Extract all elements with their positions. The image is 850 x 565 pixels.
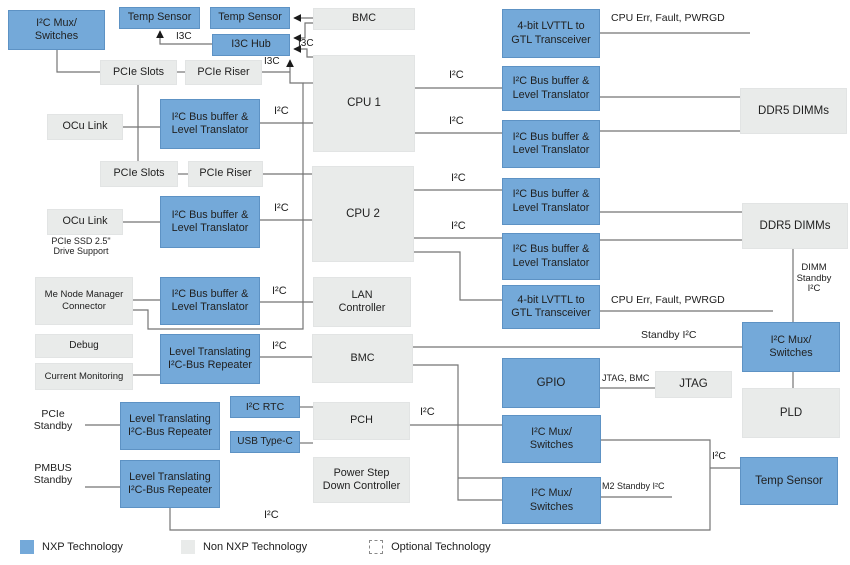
label-i2c-pch-mux: I²C — [420, 406, 435, 418]
i2c-bus-buffer-left-1: I²C Bus buffer & Level Translator — [160, 99, 260, 149]
power-step-down-controller: Power Step Down Controller — [313, 457, 410, 503]
i2c-mux-switches-1: I²C Mux/ Switches — [502, 415, 601, 463]
wire-bottom-i2c-bus — [169, 439, 711, 531]
ocu-link-1: OCu Link — [47, 114, 123, 140]
label-i2c-cpu2-ch2: I²C — [451, 220, 466, 232]
legend: NXP Technology Non NXP Technology Option… — [20, 540, 491, 554]
temp-sensor-3: Temp Sensor — [740, 457, 838, 505]
lvttl-gtl-transceiver-2: 4-bit LVTTL to GTL Transceiver — [502, 285, 600, 329]
wire-i3c-trunk — [133, 72, 304, 330]
label-i2c-buf3-lan: I²C — [272, 285, 287, 297]
label-i2c-bottom-bus: I²C — [264, 509, 279, 521]
pcie-slots-2: PCIe Slots — [100, 161, 178, 187]
cpu-2: CPU 2 — [312, 166, 414, 262]
label-i2c-cpu2-ch1: I²C — [451, 172, 466, 184]
label-cpu-err-fault-pwrgd-2: CPU Err, Fault, PWRGD — [611, 294, 725, 306]
i2c-bus-buffer-right-4: I²C Bus buffer & Level Translator — [502, 233, 600, 280]
usb-type-c: USB Type-C — [230, 431, 300, 453]
wire-cpu2-to-lvttl2 — [414, 251, 502, 301]
temp-sensor-2: Temp Sensor — [210, 7, 290, 29]
pcie-slots-1: PCIe Slots — [100, 60, 177, 85]
gpio: GPIO — [502, 358, 600, 408]
i2c-mux-switches-right: I²C Mux/ Switches — [742, 322, 840, 372]
i2c-bus-buffer-right-2: I²C Bus buffer & Level Translator — [502, 120, 600, 168]
optional-swatch-icon — [369, 540, 384, 554]
label-dimm-standby-i2c: DIMM Standby I²C — [796, 262, 832, 295]
i2c-bus-buffer-right-3: I²C Bus buffer & Level Translator — [502, 178, 600, 225]
legend-optional-label: Optional Technology — [391, 541, 491, 553]
lvttl-gtl-transceiver-1: 4-bit LVTTL to GTL Transceiver — [502, 9, 600, 58]
label-jtag-bmc: JTAG, BMC — [602, 373, 650, 383]
wire-muxtl-to-pcie-slots-1 — [56, 50, 100, 73]
current-monitoring: Current Monitoring — [35, 363, 133, 390]
legend-item-optional: Optional Technology — [369, 540, 491, 554]
level-translating-repeater-3: Level Translating I²C-Bus Repeater — [120, 460, 220, 508]
pld: PLD — [742, 388, 840, 438]
ddr5-dimms-1: DDR5 DIMMs — [740, 88, 847, 134]
label-m2-standby-i2c: M2 Standby I²C — [602, 481, 665, 491]
wire-cpu1-to-i3c-hub — [293, 45, 313, 58]
temp-sensor-1: Temp Sensor — [119, 7, 200, 29]
legend-non-nxp-label: Non NXP Technology — [202, 541, 308, 553]
legend-item-nxp: NXP Technology — [20, 540, 123, 554]
i2c-bus-buffer-right-1: I²C Bus buffer & Level Translator — [502, 66, 600, 111]
wire-bmc-to-mux2 — [413, 364, 502, 501]
label-pcie-ssd-drive-support: PCIe SSD 2.5" Drive Support — [51, 236, 111, 257]
ocu-link-2: OCu Link — [47, 209, 123, 235]
bmc-lower: BMC — [312, 334, 413, 383]
pch: PCH — [313, 402, 410, 440]
label-i2c-cpu1-ch1: I²C — [449, 69, 464, 81]
i2c-mux-switches-top-left: I²C Mux/ Switches — [8, 10, 105, 50]
legend-item-non-nxp: Non NXP Technology — [180, 540, 308, 554]
label-i3c-riser-trunk: I3C — [264, 56, 280, 67]
label-i2c-buf2-cpu2: I²C — [274, 202, 289, 214]
level-translating-repeater-2: Level Translating I²C-Bus Repeater — [120, 402, 220, 450]
jtag: JTAG — [655, 371, 732, 398]
pcie-riser-2: PCIe Riser — [188, 161, 263, 187]
level-translating-repeater-1: Level Translating I²C-Bus Repeater — [160, 334, 260, 384]
i2c-bus-buffer-left-3: I²C Bus buffer & Level Translator — [160, 277, 260, 325]
non-nxp-swatch-icon — [180, 540, 195, 554]
bmc-top: BMC — [313, 8, 415, 30]
label-standby-i2c: Standby I²C — [641, 329, 697, 341]
label-i3c-bmc-to-hub: I3C — [298, 38, 314, 49]
label-cpu-err-fault-pwrgd-1: CPU Err, Fault, PWRGD — [611, 12, 725, 24]
label-i3c-hub-to-temp: I3C — [176, 31, 192, 42]
pcie-riser-1: PCIe Riser — [185, 60, 262, 85]
lan-controller: LAN Controller — [313, 277, 411, 327]
cpu-1: CPU 1 — [313, 55, 415, 152]
debug: Debug — [35, 334, 133, 358]
wire-i3c-hub-to-temp-sensor-1 — [156, 30, 212, 45]
label-i2c-temp-sensor-3: I²C — [712, 450, 726, 462]
wire-bmc-to-i3c-hub — [293, 22, 313, 42]
i3c-hub: I3C Hub — [212, 34, 290, 56]
label-i2c-cpu1-ch2: I²C — [449, 115, 464, 127]
nxp-swatch-icon — [20, 540, 34, 554]
me-node-manager-connector: Me Node Manager Connector — [35, 277, 133, 325]
label-i2c-buf1-cpu1: I²C — [274, 105, 289, 117]
legend-nxp-label: NXP Technology — [42, 541, 123, 553]
label-pmbus-standby: PMBUS Standby — [33, 462, 73, 486]
i2c-mux-switches-2: I²C Mux/ Switches — [502, 477, 601, 524]
i2c-rtc: I²C RTC — [230, 396, 300, 418]
label-pcie-standby: PCIe Standby — [33, 408, 73, 432]
i2c-bus-buffer-left-2: I²C Bus buffer & Level Translator — [160, 196, 260, 248]
ddr5-dimms-2: DDR5 DIMMs — [742, 203, 848, 249]
label-i2c-rep1-bmc: I²C — [272, 340, 287, 352]
